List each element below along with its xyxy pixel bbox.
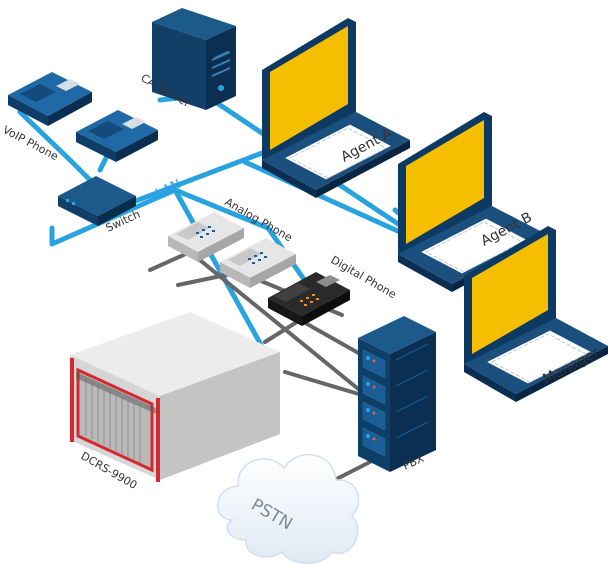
analog-phone-icon [168, 212, 244, 262]
analog-phone-2[interactable] [220, 238, 296, 288]
analog-phone-1[interactable] [168, 212, 244, 262]
laptop-icon [262, 18, 410, 198]
pstn-cloud[interactable]: PSTN [216, 453, 360, 564]
lan-agent-a [122, 147, 273, 208]
laptop-icon [464, 226, 608, 402]
voip-phone-icon [8, 72, 92, 126]
lan-switch-voip-1 [17, 109, 98, 188]
switch-icon [58, 176, 136, 226]
lan-agent-b [242, 159, 403, 235]
laptop-manager[interactable]: Manager [464, 226, 608, 402]
voip-phone-2[interactable] [76, 110, 158, 162]
voip-phone-1[interactable] [8, 72, 92, 126]
pbx-rack-icon [358, 316, 436, 472]
recorder-icon [70, 312, 280, 482]
digital-phone-icon [268, 272, 350, 326]
dcrs-9900-recorder[interactable]: DCRS-9900 [70, 312, 280, 492]
pbx[interactable]: PBX [358, 316, 436, 473]
server-icon [152, 8, 236, 110]
recorder-pbx-line [283, 370, 364, 397]
switch[interactable]: Switch [58, 176, 142, 235]
analog-phone-icon [220, 238, 296, 288]
voip-phone-icon [76, 110, 158, 162]
cloud-icon [216, 453, 360, 564]
laptop-agent-a[interactable]: Agent A [262, 18, 410, 198]
ca-server[interactable]: CA Server [139, 8, 237, 110]
